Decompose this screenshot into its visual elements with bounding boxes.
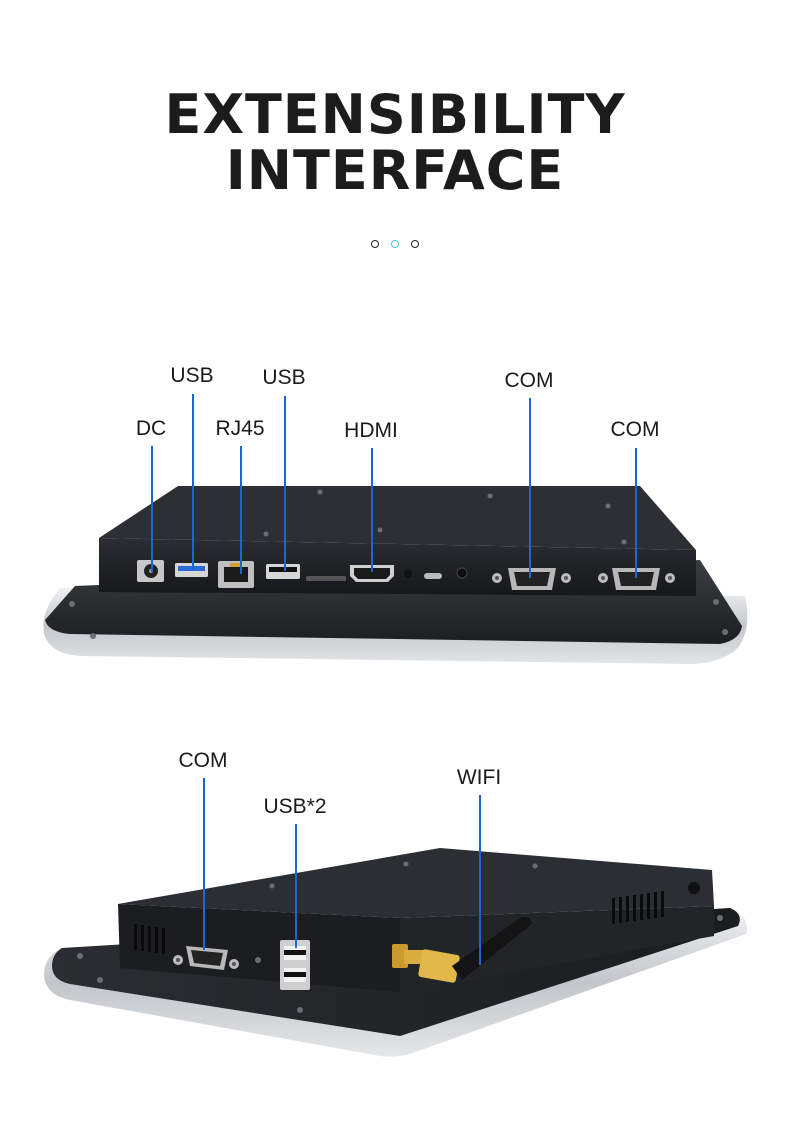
side-button: [688, 882, 700, 894]
leader-wifi: [479, 795, 481, 965]
chassis-front-2: [118, 904, 400, 992]
pager-dot-2-active[interactable]: [391, 239, 399, 248]
usb-port-2: [266, 564, 300, 579]
page-title-line-2: INTERFACE: [225, 139, 565, 202]
sd-slot: [306, 576, 346, 581]
label-usb-1: USB: [170, 364, 214, 387]
label-usb-2: USB: [262, 366, 306, 389]
leader-rj45: [240, 446, 242, 574]
label-wifi: WIFI: [456, 766, 502, 789]
usb-port-1: [175, 563, 208, 577]
hdmi-port: [350, 565, 394, 582]
leader-com-2: [635, 448, 637, 578]
usb-c-port: [424, 573, 442, 579]
com-port-1: [492, 568, 571, 590]
label-usb-2x: USB*2: [263, 795, 327, 818]
panel-pc-side-view: [44, 848, 747, 1057]
leader-hdmi: [371, 448, 373, 572]
page-title-line-1: EXTENSIBILITY: [164, 83, 626, 146]
label-com-1: COM: [504, 369, 554, 392]
leader-com-side: [203, 778, 205, 950]
leader-usb-2: [284, 396, 286, 571]
rj45-port: [218, 561, 254, 588]
leader-com-1: [529, 398, 531, 578]
com-port-side: [173, 946, 239, 970]
label-rj45: RJ45: [215, 417, 265, 440]
pager-dot-1[interactable]: [370, 239, 379, 248]
leader-usb-1: [192, 394, 194, 570]
label-hdmi: HDMI: [344, 419, 398, 442]
label-dc: DC: [135, 417, 167, 440]
pager-dot-3[interactable]: [411, 239, 420, 248]
usb-port-stack: [280, 940, 310, 990]
power-button: [456, 567, 468, 579]
panel-pc-rear-view: [43, 486, 748, 664]
label-com-2: COM: [610, 418, 660, 441]
carousel-pager: [0, 235, 790, 253]
leader-dc: [151, 446, 153, 572]
chassis-side-2: [400, 906, 714, 992]
wifi-antenna: [392, 916, 532, 983]
chassis-top-2: [118, 848, 714, 918]
audio-jack: [404, 570, 412, 578]
chassis-top: [99, 486, 696, 550]
com-port-2: [598, 568, 675, 590]
leader-usb-2x: [295, 824, 297, 948]
label-com-side: COM: [178, 749, 228, 772]
